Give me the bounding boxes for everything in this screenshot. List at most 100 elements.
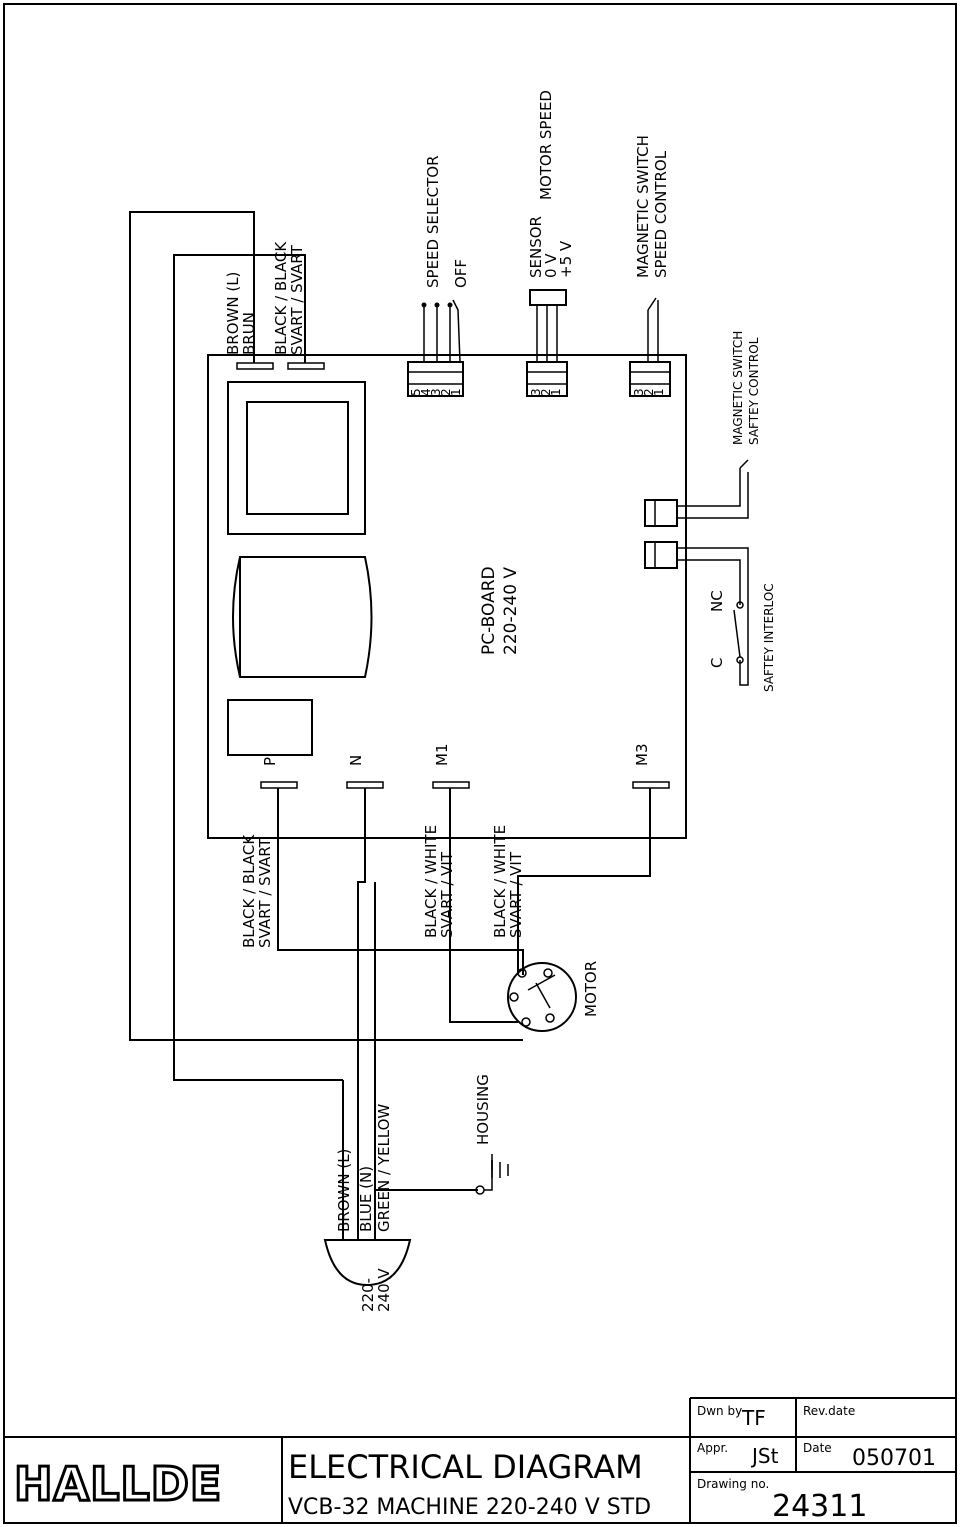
pin-sensor-1: 1 xyxy=(549,388,563,396)
terminal-p xyxy=(260,781,298,789)
label-green-yellow: GREEN / YELLOW xyxy=(375,1104,393,1232)
terminal-black xyxy=(287,362,325,370)
interlock-contact-nc xyxy=(736,601,744,609)
connector-speed xyxy=(407,361,464,397)
board-capacitor xyxy=(232,556,373,678)
label-black-black-bottom: BLACK / BLACK xyxy=(240,834,258,948)
label-rev-date: Rev.date xyxy=(803,1404,855,1418)
label-terminal-n: N xyxy=(347,755,365,766)
motor-pin-3 xyxy=(509,992,519,1002)
label-housing: HOUSING xyxy=(474,1074,492,1145)
pin-sensor-3: 3 xyxy=(529,388,543,396)
label-brun: BRUN xyxy=(240,312,258,355)
label-dwn-by: Dwn by xyxy=(697,1404,742,1418)
label-terminal-m1: M1 xyxy=(433,744,451,767)
speed-wire-4 xyxy=(452,299,461,363)
label-terminal-m3: M3 xyxy=(633,744,651,767)
label-brown-l-supply: BROWN (L) xyxy=(335,1149,353,1232)
board-labels: PC-BOARD 220-240 V P N M1 M3 xyxy=(261,566,651,766)
safety-wire-b xyxy=(677,472,749,519)
speed-dot-1 xyxy=(421,302,427,308)
board-relay xyxy=(227,699,313,756)
motor-symbol xyxy=(507,962,577,1032)
pin-mag-3: 3 xyxy=(632,388,646,396)
safety-wire-a xyxy=(677,468,741,507)
label-svart-svart-bottom: SVART / SVART xyxy=(256,837,274,948)
motor-inner-2 xyxy=(535,982,551,1009)
label-saftey-interloc: SAFTEY INTERLOC xyxy=(762,583,776,692)
label-supply-1: 220- xyxy=(359,1278,377,1312)
value-dwn-by: TF xyxy=(741,1406,766,1430)
motor-pin-1 xyxy=(517,968,527,978)
label-sensor: SENSOR xyxy=(527,216,545,278)
wire-m3 xyxy=(517,788,651,975)
label-black-white-2: BLACK / WHITE xyxy=(491,825,509,938)
motor-pin-4 xyxy=(521,1017,531,1027)
interlock-wire-b xyxy=(677,559,741,605)
supply-plug xyxy=(323,1239,412,1287)
label-drawing-no: Drawing no. xyxy=(697,1477,769,1491)
label-blue-n: BLUE (N) xyxy=(357,1166,375,1232)
label-magnetic-switch-1: MAGNETIC SWITCH xyxy=(634,135,652,278)
safety-switch-blade xyxy=(739,459,749,469)
pin-speed-4: 4 xyxy=(419,388,433,396)
wire-brown-loop xyxy=(129,211,523,1041)
label-motor: MOTOR xyxy=(582,961,600,1017)
speed-dot-2 xyxy=(434,302,440,308)
label-c: C xyxy=(708,658,726,668)
label-off: OFF xyxy=(452,259,470,288)
label-saftey-control: SAFTEY CONTROL xyxy=(747,337,761,445)
label-nc: NC xyxy=(708,590,726,612)
pin-speed-2: 2 xyxy=(439,388,453,396)
label-motor-speed: MOTOR SPEED xyxy=(537,90,555,200)
label-black-white-1: BLACK / WHITE xyxy=(422,825,440,938)
wire-black-loop xyxy=(173,254,343,1081)
bottom-text-labels: BLACK / BLACK SVART / SVART BLACK / WHIT… xyxy=(240,825,600,1312)
value-drawing-no: 24311 xyxy=(772,1489,867,1524)
title-block: HALLDE ELECTRICAL DIAGRAM VCB-32 MACHINE… xyxy=(4,1397,956,1524)
connector-magnetic xyxy=(629,361,671,397)
label-svart-svart-top: SVART / SVART xyxy=(288,244,306,355)
connector-pin-labels: 5 4 3 2 1 3 2 1 3 2 1 xyxy=(409,388,666,396)
label-brown-l: BROWN (L) xyxy=(224,272,242,355)
wire-p xyxy=(277,788,524,975)
mag-switch-blade xyxy=(647,297,657,311)
pin-speed-5: 5 xyxy=(409,388,423,396)
terminal-m3 xyxy=(632,781,670,789)
label-svart-vit-2: SVART / VIT xyxy=(507,851,525,938)
page-frame xyxy=(3,3,957,1524)
halldé-logo: HALLDE xyxy=(14,1457,222,1511)
label-magnetic-switch-2: MAGNETIC SWITCH xyxy=(731,331,745,445)
wire-earth xyxy=(374,1180,478,1191)
top-text-labels: BROWN (L) BRUN BLACK / BLACK SVART / SVA… xyxy=(224,90,776,692)
speed-dot-3 xyxy=(447,302,453,308)
relay-conn-1 xyxy=(644,499,678,527)
label-supply-2: 240 V xyxy=(375,1268,393,1312)
label-date: Date xyxy=(803,1441,832,1455)
pin-speed-1: 1 xyxy=(449,388,463,396)
board-component-inner xyxy=(246,401,349,515)
terminal-brown xyxy=(236,362,274,370)
pin-sensor-2: 2 xyxy=(539,388,553,396)
pc-board-outline xyxy=(207,354,687,839)
motor-inner-1 xyxy=(527,974,556,991)
label-0v: 0 V xyxy=(542,253,560,278)
earth-lead xyxy=(484,1160,493,1191)
motor-pin-5 xyxy=(545,1013,555,1023)
pin-mag-1: 1 xyxy=(652,388,666,396)
interlock-wire-a xyxy=(677,547,749,686)
label-black-black-top: BLACK / BLACK xyxy=(272,241,290,355)
relay-conn-2 xyxy=(644,541,678,569)
terminal-m1 xyxy=(432,781,470,789)
label-terminal-p: P xyxy=(261,757,279,766)
motor-pin-2 xyxy=(543,968,553,978)
subtitle-machine: VCB-32 MACHINE 220-240 V STD xyxy=(288,1495,651,1520)
label-board-voltage: 220-240 V xyxy=(501,567,521,655)
label-5v: +5 V xyxy=(557,240,575,278)
label-speed-selector: SPEED SELECTOR xyxy=(424,155,442,288)
title-electrical-diagram: ELECTRICAL DIAGRAM xyxy=(288,1448,643,1486)
label-speed-control: SPEED CONTROL xyxy=(652,150,670,278)
pin-speed-3: 3 xyxy=(429,388,443,396)
sensor-body xyxy=(529,289,567,306)
value-date: 050701 xyxy=(852,1446,936,1471)
